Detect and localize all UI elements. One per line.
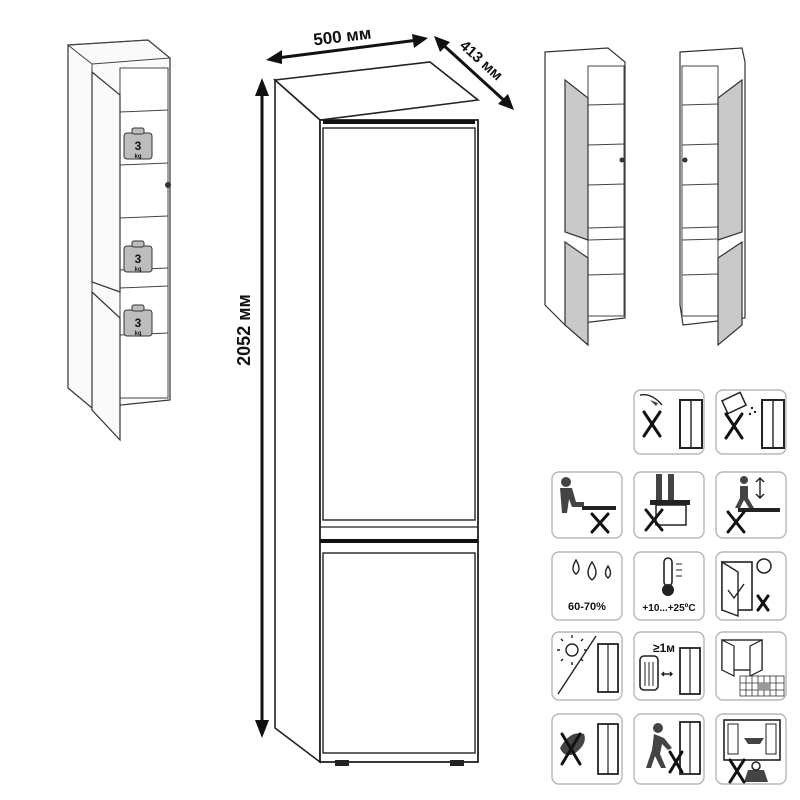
weight-icon-3: 3 kg	[123, 304, 153, 337]
width-dimension: 500 мм	[266, 24, 428, 64]
lower-door-open	[91, 290, 121, 442]
svg-text:3: 3	[135, 139, 142, 153]
svg-text:60-70%: 60-70%	[568, 601, 606, 613]
svg-text:≥1м: ≥1м	[653, 641, 675, 655]
open-cabinet-load-diagram: 3 kg 3 kg 3 kg	[66, 39, 172, 442]
handle-knob	[165, 182, 171, 188]
weight-icon-2: 3 kg	[123, 240, 153, 273]
svg-text:3: 3	[135, 316, 142, 330]
no-wet-cleaning-icon	[633, 389, 705, 455]
svg-text:kg: kg	[134, 267, 141, 273]
height-dimension: 2052 мм	[234, 78, 269, 738]
cabinet-left-hinge	[544, 47, 626, 347]
lower-door	[322, 552, 476, 754]
upper-door-open	[91, 70, 121, 293]
no-chemical-cleaning-icon	[715, 389, 787, 455]
upper-door-gray	[564, 78, 589, 241]
heater-distance-icon: ≥1м	[633, 631, 705, 701]
no-heavy-load-icon	[715, 713, 787, 785]
no-climbing-icon	[715, 471, 787, 539]
no-pushing-icon	[633, 713, 705, 785]
main-cabinet	[273, 61, 480, 766]
no-sitting-icon	[551, 471, 623, 539]
svg-text:2052 мм: 2052 мм	[234, 294, 254, 366]
door-adjust-icon	[715, 551, 787, 621]
no-direct-sunlight-icon	[551, 631, 623, 701]
lower-door-gray	[564, 240, 589, 347]
door-adjustment-grid-icon	[715, 631, 787, 701]
temperature-icon: +10...+25ºC	[633, 551, 705, 621]
humidity-icon: 60-70%	[551, 551, 623, 621]
svg-text:kg: kg	[134, 154, 141, 160]
svg-text:3: 3	[135, 252, 142, 266]
lower-door-gray	[717, 240, 743, 347]
svg-text:+10...+25ºC: +10...+25ºC	[642, 603, 695, 614]
no-abrasive-sponge-icon	[551, 713, 623, 785]
no-standing-icon	[633, 471, 705, 539]
svg-text:413 мм: 413 мм	[456, 37, 506, 84]
care-icon-grid: 60-70% +10...+25ºC ≥1м	[551, 389, 787, 785]
upper-door	[322, 127, 476, 521]
cabinet-right-hinge	[679, 47, 746, 347]
upper-door-gray	[717, 78, 743, 241]
svg-text:kg: kg	[134, 331, 141, 337]
weight-icon-1: 3 kg	[123, 127, 153, 160]
